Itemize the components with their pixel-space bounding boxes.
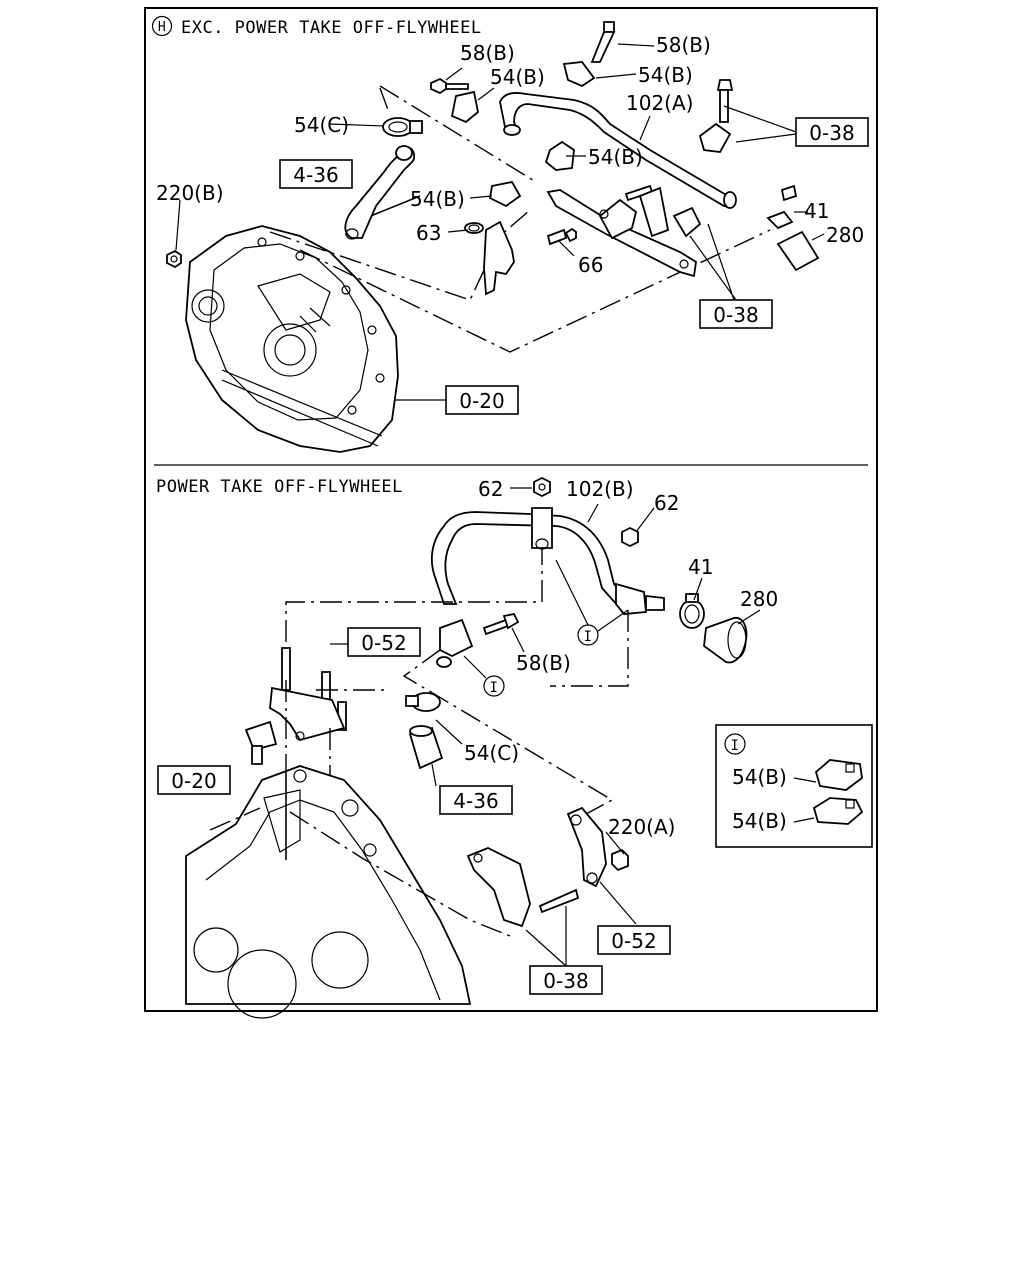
refbox-4-36-bottom: 4-36 bbox=[453, 789, 498, 813]
detail-markers: I I bbox=[463, 559, 629, 697]
flywheel-housing-top bbox=[185, 225, 399, 453]
bottom-section-title: POWER TAKE OFF-FLYWHEEL bbox=[156, 477, 403, 497]
bracket-bottom-right bbox=[466, 806, 629, 928]
bracket-63 bbox=[464, 220, 515, 296]
callout-41-bottom: 41 bbox=[688, 555, 713, 579]
bolt-58b-bottom bbox=[482, 612, 520, 636]
callout-66: 66 bbox=[578, 253, 603, 277]
bracket-bottom-left bbox=[244, 647, 347, 765]
refbox-0-20-bottom: 0-20 bbox=[171, 769, 216, 793]
pipe-102a bbox=[499, 92, 737, 209]
bottom-callout-leaders bbox=[330, 487, 761, 967]
clamp-54c-top bbox=[382, 117, 423, 137]
callout-102a: 102(A) bbox=[626, 91, 693, 115]
refbox-0-20-top: 0-20 bbox=[459, 389, 504, 413]
callout-54c: 54(C) bbox=[294, 113, 349, 137]
detail-callout-54b-b: 54(B) bbox=[732, 809, 787, 833]
callout-58b-bottom: 58(B) bbox=[516, 651, 571, 675]
top-refboxes: 4-36 0-38 0-38 0-20 bbox=[279, 117, 869, 415]
detail-badge: I bbox=[731, 738, 740, 754]
callout-102b: 102(B) bbox=[566, 477, 634, 501]
bottom-leader-lines bbox=[209, 548, 629, 937]
callout-62-b: 62 bbox=[654, 491, 679, 515]
refbox-0-38-top-b: 0-38 bbox=[713, 303, 758, 327]
bracket-top bbox=[546, 186, 702, 278]
refbox-4-36-top: 4-36 bbox=[293, 163, 338, 187]
callout-54b-d: 54(B) bbox=[410, 187, 465, 211]
nuts-62 bbox=[533, 476, 639, 548]
callout-220a: 220(A) bbox=[608, 815, 675, 839]
flywheel-housing-bottom bbox=[185, 765, 472, 1019]
top-callout-leaders bbox=[175, 43, 825, 401]
refbox-0-38-bottom: 0-38 bbox=[543, 969, 588, 993]
detail-callout-54b-a: 54(B) bbox=[732, 765, 787, 789]
bottom-callouts: 62 102(B) 62 41 280 58(B) 54(C) 220(A) bbox=[464, 477, 778, 839]
parts-41-280-bottom bbox=[679, 593, 748, 664]
bottom-refboxes: 0-52 0-20 4-36 0-52 0-38 bbox=[157, 627, 671, 995]
callout-63: 63 bbox=[416, 221, 441, 245]
hose-bottom bbox=[405, 692, 444, 770]
detail-box-i: I 54(B) 54(B) bbox=[715, 724, 873, 848]
section-badge: H bbox=[158, 20, 166, 35]
callout-220b: 220(B) bbox=[156, 181, 224, 205]
refbox-0-38-top-a: 0-38 bbox=[809, 121, 854, 145]
nut-220b bbox=[166, 249, 182, 269]
parts-41-280-top bbox=[766, 210, 820, 272]
pipe-102b bbox=[430, 507, 665, 668]
callout-54b-b: 54(B) bbox=[638, 63, 693, 87]
marker-i-1: I bbox=[584, 629, 593, 645]
callout-62-a: 62 bbox=[478, 477, 503, 501]
callout-54b-c: 54(B) bbox=[588, 145, 643, 169]
callout-58b-b: 58(B) bbox=[656, 33, 711, 57]
callout-54b-a: 54(B) bbox=[490, 65, 545, 89]
hose-top bbox=[344, 145, 416, 240]
clips-54b-top bbox=[450, 61, 732, 208]
refbox-0-52-b: 0-52 bbox=[611, 929, 656, 953]
callout-280: 280 bbox=[826, 223, 864, 247]
top-callouts: 58(B) 58(B) 54(B) 54(B) 102(A) 54(C) 54(… bbox=[156, 33, 864, 277]
marker-i-2: I bbox=[490, 680, 499, 696]
callout-58b-a: 58(B) bbox=[460, 41, 515, 65]
refbox-0-52-a: 0-52 bbox=[361, 631, 406, 655]
callout-41: 41 bbox=[804, 199, 829, 223]
top-section-title: EXC. POWER TAKE OFF-FLYWHEEL bbox=[181, 18, 482, 38]
section-badge-circle bbox=[151, 15, 173, 37]
callout-280-bottom: 280 bbox=[740, 587, 778, 611]
diagram-frame bbox=[144, 7, 878, 1012]
callout-54c-bottom: 54(C) bbox=[464, 741, 519, 765]
top-section-header: H EXC. POWER TAKE OFF-FLYWHEEL bbox=[151, 15, 482, 38]
